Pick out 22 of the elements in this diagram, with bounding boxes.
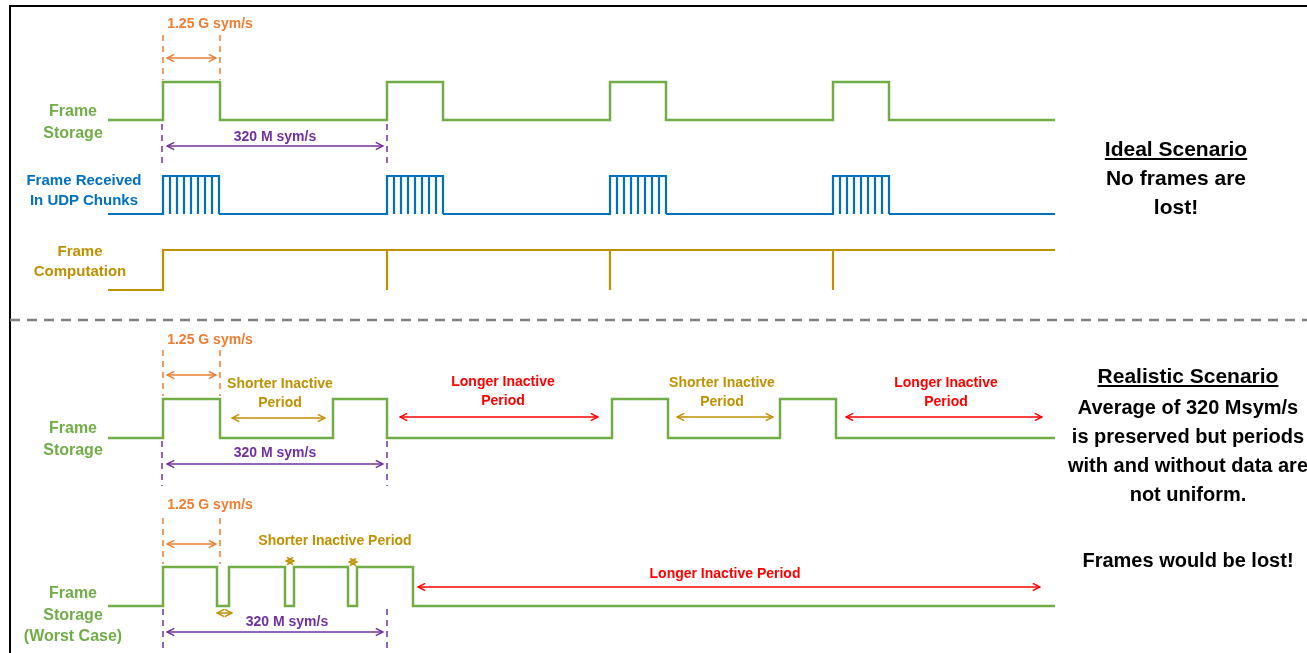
rate-label: 320 M sym/s xyxy=(244,612,330,631)
period-label: Longer Inactive Period xyxy=(893,373,999,411)
period-label: Shorter Inactive Period xyxy=(257,531,413,550)
period-label: Shorter Inactive Period xyxy=(226,374,334,412)
signal-label: Frame Storage xyxy=(42,101,104,143)
scenario-heading: Realistic Scenario xyxy=(1096,363,1280,389)
rate-label: 1.25 G sym/s xyxy=(166,14,254,33)
scenario-heading: Ideal Scenario xyxy=(1103,136,1249,162)
signal-label: Frame Storage xyxy=(42,418,104,460)
note-text: Frames would be lost! xyxy=(1081,548,1295,573)
rate-label: 320 M sym/s xyxy=(232,443,318,462)
signal-label: Frame Received In UDP Chunks xyxy=(25,170,143,211)
rate-label: 1.25 G sym/s xyxy=(166,495,254,514)
rate-label: 320 M sym/s xyxy=(232,127,318,146)
period-label: Shorter Inactive Period xyxy=(668,373,776,411)
rate-label: 1.25 G sym/s xyxy=(166,330,254,349)
note-text: No frames are lost! xyxy=(1104,165,1248,220)
period-label: Longer Inactive Period xyxy=(450,372,556,410)
period-label: Longer Inactive Period xyxy=(648,564,802,583)
note-text: Average of 320 Msym/s is preserved but periods with and without data are not uniform. xyxy=(1068,395,1307,507)
signal-label: Frame Storage (Worst Case) xyxy=(22,583,124,647)
signal-label: Frame Computation xyxy=(32,241,128,282)
